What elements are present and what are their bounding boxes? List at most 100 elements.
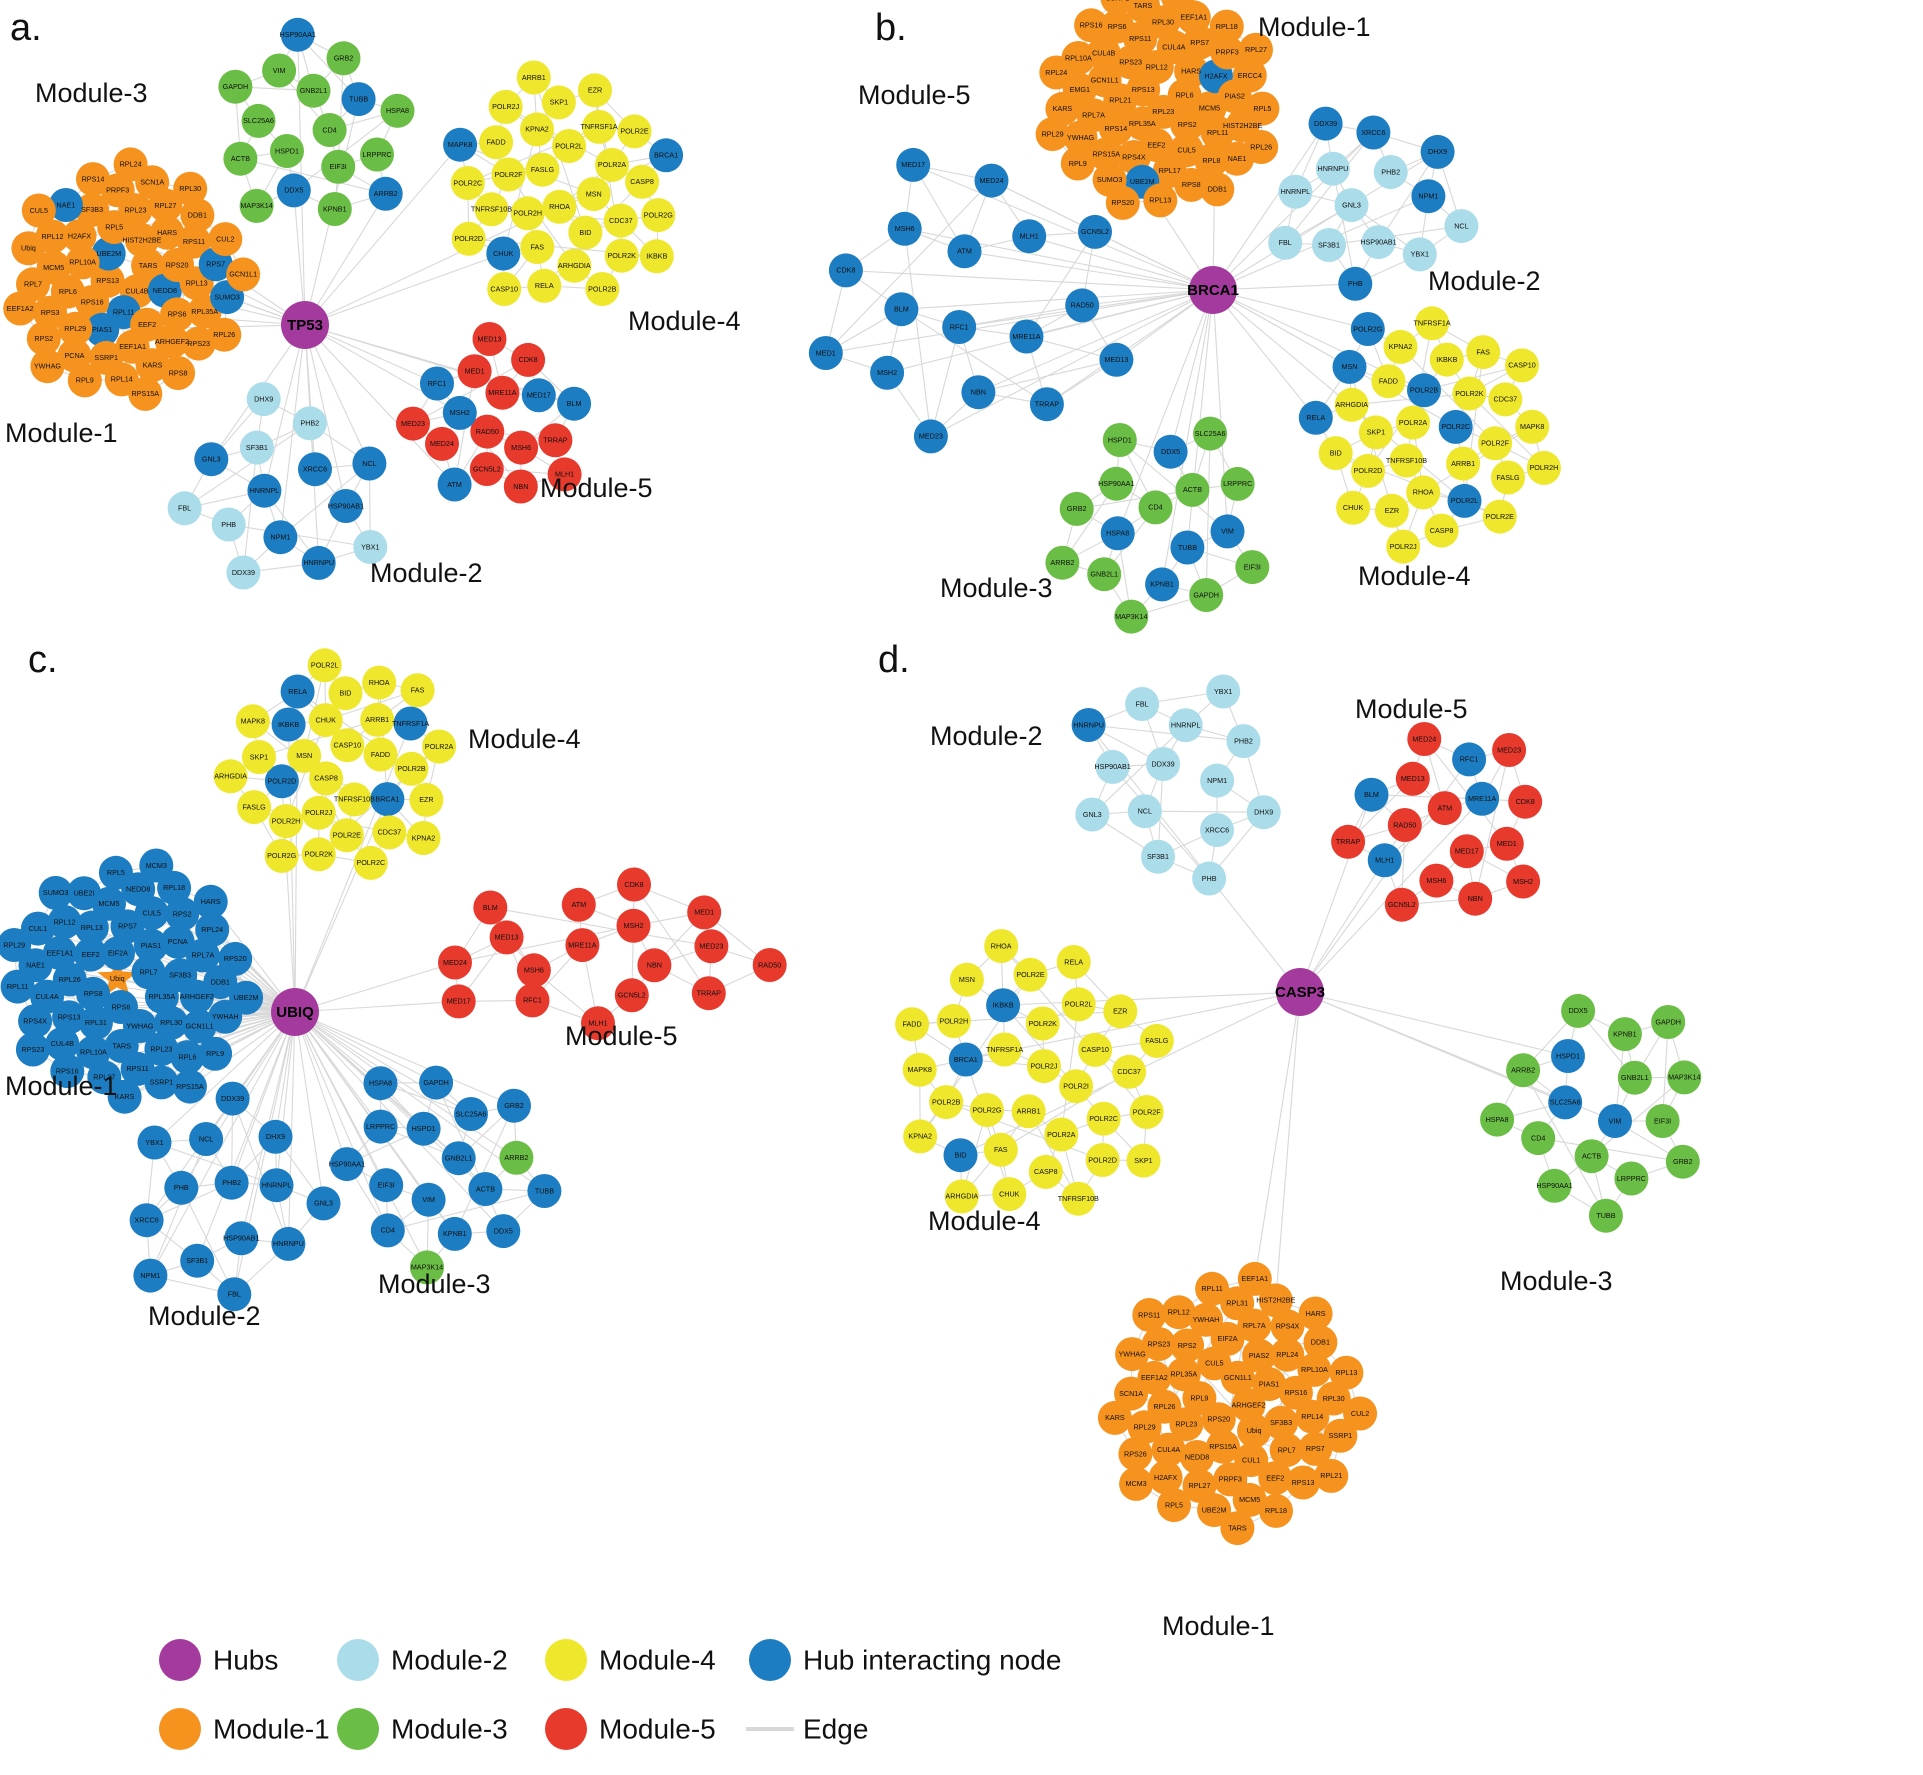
node-label: TARS [1134, 1, 1153, 10]
node-label: BLM [567, 399, 582, 408]
node-label: RPL5 [1253, 104, 1271, 113]
node-label: DHX9 [1254, 808, 1273, 817]
node-label: RPL13 [1335, 1368, 1357, 1377]
node-label: CUL1 [29, 924, 47, 933]
node-TNFRSF1A [393, 706, 428, 741]
node-VIM [411, 1182, 446, 1217]
node-SLC25A6 [1193, 416, 1228, 451]
node-label: RPL11 [1207, 128, 1228, 137]
node-ARHGDIA [213, 759, 248, 794]
node-label: GCN1L1 [1091, 76, 1119, 85]
node-VIM [1598, 1104, 1632, 1138]
hub-edge [304, 193, 387, 326]
node-label: NCL [362, 459, 376, 468]
node-RELA [1056, 945, 1091, 979]
node-label: POLR2A [598, 160, 627, 169]
node-EIF2A [1161, 0, 1195, 14]
edge [387, 1190, 545, 1231]
node-label: RPS20 [1111, 198, 1134, 207]
node-MSH2 [616, 908, 651, 943]
node-label: MAPK8 [1520, 422, 1544, 431]
node-RPL30 [173, 171, 208, 206]
node-label: POLR2K [1029, 1019, 1058, 1028]
node-label: SKP1 [1367, 428, 1385, 437]
node-label: ATM [957, 247, 972, 256]
node-label: TUBB [1178, 543, 1197, 552]
hub-label-c: UBIQ [276, 1004, 314, 1021]
node-label: ARHGEF2 [1232, 1401, 1266, 1410]
node-POLR2E [1482, 499, 1517, 534]
node-label: ARHGDIA [945, 1192, 978, 1201]
node-MED24 [425, 426, 459, 461]
node-label: GCN5L2 [618, 991, 646, 1000]
node-MED1 [457, 354, 492, 389]
node-label: POLR2L [1065, 1000, 1093, 1009]
node-FADD [363, 737, 398, 772]
node-label: H2AFX [1204, 72, 1227, 81]
node-EIF3I [1645, 1104, 1680, 1138]
node-RPL27 [1239, 32, 1273, 67]
node-UBE2M [229, 980, 264, 1015]
node-label: FBL [1279, 238, 1292, 247]
edge [1119, 439, 1228, 532]
node-EIF3I [321, 149, 356, 184]
node-label: HSPA8 [386, 106, 409, 115]
node-label: EIF2A [1168, 0, 1188, 1]
node-label: CUL5 [1205, 1359, 1223, 1368]
node-label: HSPA8 [1106, 529, 1129, 538]
node-RPS8 [161, 356, 196, 390]
node-label: RAD50 [1071, 301, 1094, 310]
node-CDK8 [617, 867, 651, 902]
node-label: POLR2A [1399, 418, 1428, 427]
node-NCL [189, 1122, 224, 1156]
node-RAD50 [1387, 808, 1422, 842]
node-PHB [164, 1170, 199, 1205]
hub-edge [294, 1011, 348, 1165]
node-label: RPL11 [7, 982, 28, 991]
node-GCN5L2 [469, 452, 504, 486]
node-HSPA8 [1100, 516, 1135, 551]
edge [1522, 1069, 1607, 1216]
edge [1088, 724, 1244, 742]
node-label: RPL18 [163, 883, 185, 892]
legend-label-hub-interacting-node: Hub interacting node [803, 1645, 1061, 1676]
node-label: LRPPRC [362, 150, 391, 159]
node-RPS15A [172, 1069, 207, 1104]
node-label: CUL4B [51, 1039, 74, 1048]
node-label: NEDD8 [153, 286, 177, 295]
node-label: RPL27 [154, 201, 176, 210]
node-label: RPL9 [1190, 1393, 1208, 1402]
node-label: MED13 [478, 334, 502, 343]
node-label: RPS4X [1276, 1322, 1300, 1331]
node-label: POLR2H [513, 209, 542, 218]
node-label: DDX39 [1152, 759, 1175, 768]
edge [502, 129, 538, 254]
node-TNFRSF1A [1415, 306, 1450, 341]
edge [1400, 346, 1496, 444]
node-label: GAPDH [1193, 590, 1219, 599]
node-label: POLR2C [356, 858, 385, 867]
node-RPL9 [1060, 146, 1095, 181]
node-label: MSN [1342, 362, 1358, 371]
node-label: CASP10 [334, 741, 362, 750]
node-label: PHB [221, 520, 236, 529]
node-HNRNPU [271, 1226, 306, 1261]
edge [1328, 225, 1462, 246]
panel-letter-a: a. [10, 7, 42, 49]
node-label: PIAS1 [92, 325, 112, 334]
node-NEDD8 [1180, 1440, 1215, 1474]
node-CDK8 [511, 342, 546, 377]
node-label: SUMO3 [1097, 175, 1123, 184]
node-label: POLR2D [268, 777, 297, 786]
node-HSPA8 [363, 1066, 398, 1101]
node-label: ARRB1 [365, 715, 389, 724]
node-BLM [1354, 777, 1389, 812]
node-label: NPM1 [1207, 776, 1227, 785]
node-NPM1 [1200, 763, 1235, 798]
node-label: POLR2C [1089, 1114, 1118, 1123]
node-label: NAE1 [1228, 154, 1247, 163]
node-label: VIM [1221, 527, 1234, 536]
node-MED24 [1407, 722, 1442, 756]
node-POLR2L [1447, 483, 1482, 518]
node-POLR2C [450, 166, 485, 200]
